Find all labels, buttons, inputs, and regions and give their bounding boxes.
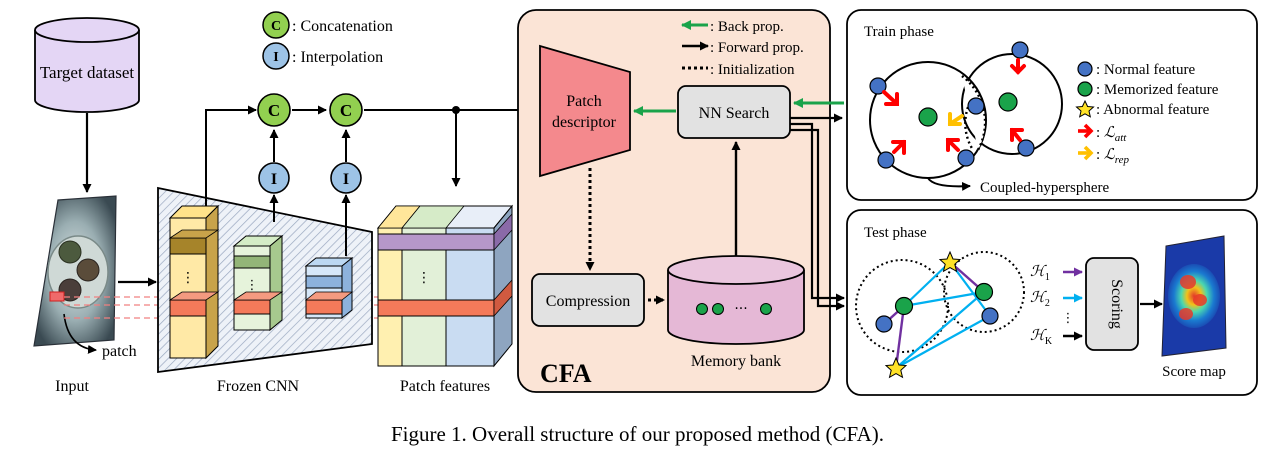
svg-text:I: I	[271, 171, 277, 188]
svg-text:⋮: ⋮	[181, 270, 195, 286]
interp-legend-icon	[262, 42, 290, 70]
svg-text:: Abnormal feature: : Abnormal feature	[1096, 102, 1210, 118]
concat-legend-icon	[262, 11, 290, 39]
svg-text:C: C	[340, 101, 352, 120]
svg-text:Compression: Compression	[546, 293, 630, 310]
svg-text:descriptor: descriptor	[552, 114, 617, 131]
train-legend: : Normal feature : Memorized feature : A…	[1075, 61, 1219, 166]
cnn-layer-3	[304, 256, 354, 320]
score-map-label: Score map	[1162, 364, 1226, 380]
svg-text:⋮: ⋮	[246, 278, 259, 293]
svg-text:C: C	[268, 101, 280, 120]
input-label: Input	[55, 378, 89, 395]
h-inputs: ℋ1 ℋ2 ⋮ ℋK	[1030, 264, 1083, 347]
patch-features-block: ⋮	[376, 204, 514, 368]
cnn-layer-2: ⋮	[232, 234, 284, 332]
svg-text:: Normal feature: : Normal feature	[1096, 62, 1195, 78]
back-prop-legend-label: : Back prop.	[710, 19, 784, 35]
frozen-cnn-label: Frozen CNN	[217, 378, 300, 395]
branch-junction	[452, 106, 460, 114]
rep-loss-icon	[1078, 145, 1094, 161]
arrow-legend: : Back prop. : Forward prop. : Initializ…	[681, 19, 804, 78]
patch-features-label: Patch features	[400, 378, 490, 395]
att-loss-icon	[1078, 123, 1094, 139]
train-phase-panel	[846, 9, 1258, 201]
test-phase-title: Test phase	[864, 225, 927, 241]
concat-legend-label: : Concatenation	[292, 18, 393, 35]
test-hypersphere-diagram	[855, 250, 1025, 379]
cfa-title: CFA	[540, 359, 592, 388]
svg-text:Scoring: Scoring	[1108, 279, 1125, 329]
svg-text:C: C	[271, 19, 281, 34]
init-legend-label: : Initialization	[710, 62, 795, 78]
coupled-hypersphere-label: Coupled-hypersphere	[980, 180, 1109, 196]
svg-text:⋮: ⋮	[1062, 311, 1075, 326]
target-dataset-label: Target dataset	[40, 63, 135, 82]
target-dataset-cylinder: Target dataset	[34, 17, 140, 113]
train-phase-title: Train phase	[864, 24, 934, 40]
score-map-image	[1161, 235, 1227, 357]
patch-label: patch	[102, 343, 137, 360]
svg-text:ℋ1: ℋ1	[1030, 264, 1050, 283]
interp-node-2: I	[330, 162, 362, 194]
normal-feature-icon	[1077, 61, 1093, 77]
compression-box: Compression	[531, 273, 645, 327]
svg-text:⋮: ⋮	[417, 270, 431, 286]
nn-search-box: NN Search	[677, 85, 791, 139]
cnn-layer-1: ⋮	[168, 204, 220, 360]
interp-legend-label: : Interpolation	[292, 49, 383, 66]
patch-pointer-arrow	[63, 313, 97, 354]
svg-text:···: ···	[734, 301, 747, 317]
svg-text:NN Search: NN Search	[699, 105, 770, 122]
svg-text:I: I	[343, 171, 349, 188]
svg-text:: Memorized feature: : Memorized feature	[1096, 82, 1219, 98]
ops-legend: C : Concatenation I : Interpolation	[262, 11, 393, 70]
abnormal-feature-icon	[1075, 99, 1095, 118]
memory-bank-label: Memory bank	[691, 353, 781, 370]
scoring-box: Scoring	[1085, 257, 1139, 351]
concat-node-1: C	[257, 93, 291, 127]
nn-output-arrows	[790, 113, 845, 311]
cnn-feature-routing	[205, 105, 537, 256]
concat-node-2: C	[329, 93, 363, 127]
coupled-hypersphere	[869, 41, 1063, 191]
svg-text:I: I	[273, 50, 278, 65]
forward-prop-legend-label: : Forward prop.	[710, 40, 804, 56]
svg-text:Patch: Patch	[566, 93, 602, 110]
svg-text:ℋK: ℋK	[1030, 328, 1053, 347]
patch-descriptor: Patch descriptor	[539, 44, 631, 178]
memory-bank-cylinder: ···	[667, 255, 805, 345]
interp-node-1: I	[258, 162, 290, 194]
memorized-feature-icon	[1077, 81, 1093, 97]
input-image	[33, 195, 117, 347]
svg-text:ℋ2: ℋ2	[1030, 290, 1050, 309]
figure-caption: Figure 1. Overall structure of our propo…	[390, 422, 884, 446]
